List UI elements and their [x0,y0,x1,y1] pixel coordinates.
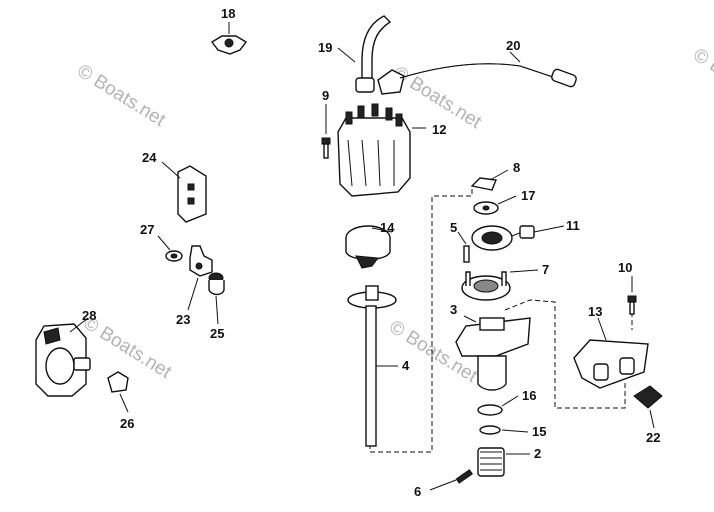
boot-icon [337,15,392,93]
washer-icon [157,235,183,262]
callout-7: 7 [542,262,549,277]
callout-5: 5 [450,220,457,235]
high-tension-lead-icon [377,51,577,95]
roll-pin-icon [457,231,470,263]
washer-icon [477,395,519,416]
retainer-icon [210,22,248,55]
distributor-cap-icon [337,103,426,197]
watermark: © Boats.net [79,312,175,383]
bracket-icon [187,245,213,311]
ignition-coil-icon [35,317,91,397]
callout-6: 6 [414,484,421,499]
assembly-line [504,299,626,409]
screw-icon [321,104,331,159]
callout-24: 24 [142,150,157,165]
drive-gear-icon [477,447,530,477]
roll-pin-icon [429,469,473,491]
terminal-block-icon [161,161,207,223]
screw-icon [627,276,637,315]
retainer-clip-icon [470,169,509,191]
pole-piece-icon [461,269,539,301]
callout-23: 23 [176,312,190,327]
watermark: © Boats.net [73,60,169,131]
watermark: © Boats.net [689,44,714,115]
callout-3: 3 [450,302,457,317]
callout-13: 13 [588,304,602,319]
ignition-module-icon [573,317,649,389]
callout-14: 14 [380,220,395,235]
callout-28: 28 [82,308,96,323]
callout-4: 4 [402,358,410,373]
distributor-shaft-icon [347,285,398,447]
callout-8: 8 [513,160,520,175]
callout-22: 22 [646,430,660,445]
callout-20: 20 [506,38,520,53]
pickup-coil-icon [471,225,565,251]
callout-10: 10 [618,260,632,275]
callout-15: 15 [532,424,546,439]
callout-2: 2 [534,446,541,461]
washer-icon [473,195,517,215]
cap-icon [107,371,129,413]
callout-12: 12 [432,122,446,137]
callout-11: 11 [566,218,580,233]
cap-icon [208,272,225,325]
callout-17: 17 [521,188,535,203]
rotor-icon [345,225,393,269]
distributor-housing-icon [455,315,531,391]
callout-16: 16 [522,388,536,403]
washer-icon [479,425,529,435]
callout-27: 27 [140,222,154,237]
callout-19: 19 [318,40,332,55]
callout-9: 9 [322,88,329,103]
grease-pad-icon [633,385,663,429]
callout-26: 26 [120,416,134,431]
callout-18: 18 [221,6,235,21]
callout-25: 25 [210,326,224,341]
